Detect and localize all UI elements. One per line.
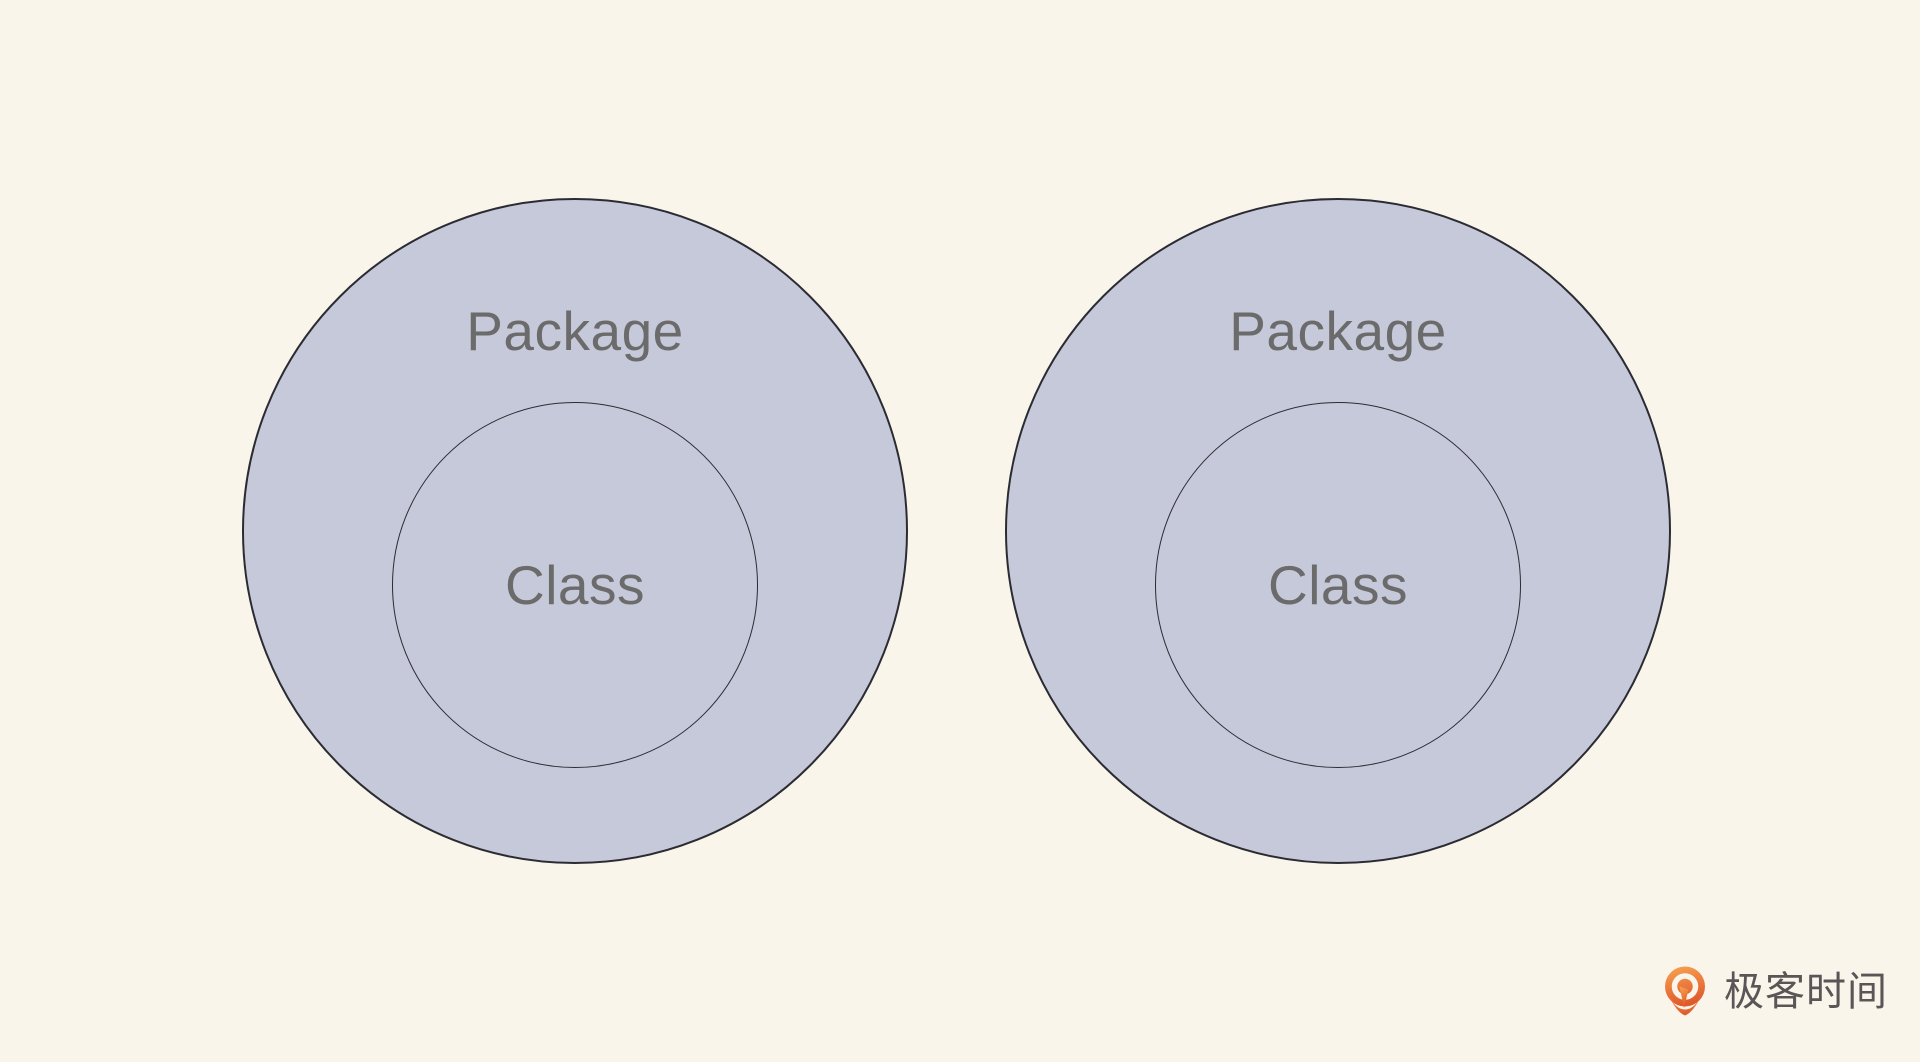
- brand-logo-text: 极客时间: [1724, 970, 1888, 1014]
- inner-circle-class-left: Class: [392, 402, 758, 768]
- inner-circle-class-right: Class: [1155, 402, 1521, 768]
- geek-time-pin-icon: [1665, 966, 1705, 1016]
- package-label: Package: [466, 300, 684, 362]
- class-label: Class: [504, 553, 646, 616]
- brand-logo: 极客时间: [1664, 966, 1888, 1018]
- class-label: Class: [1267, 553, 1409, 616]
- package-label: Package: [1229, 300, 1447, 362]
